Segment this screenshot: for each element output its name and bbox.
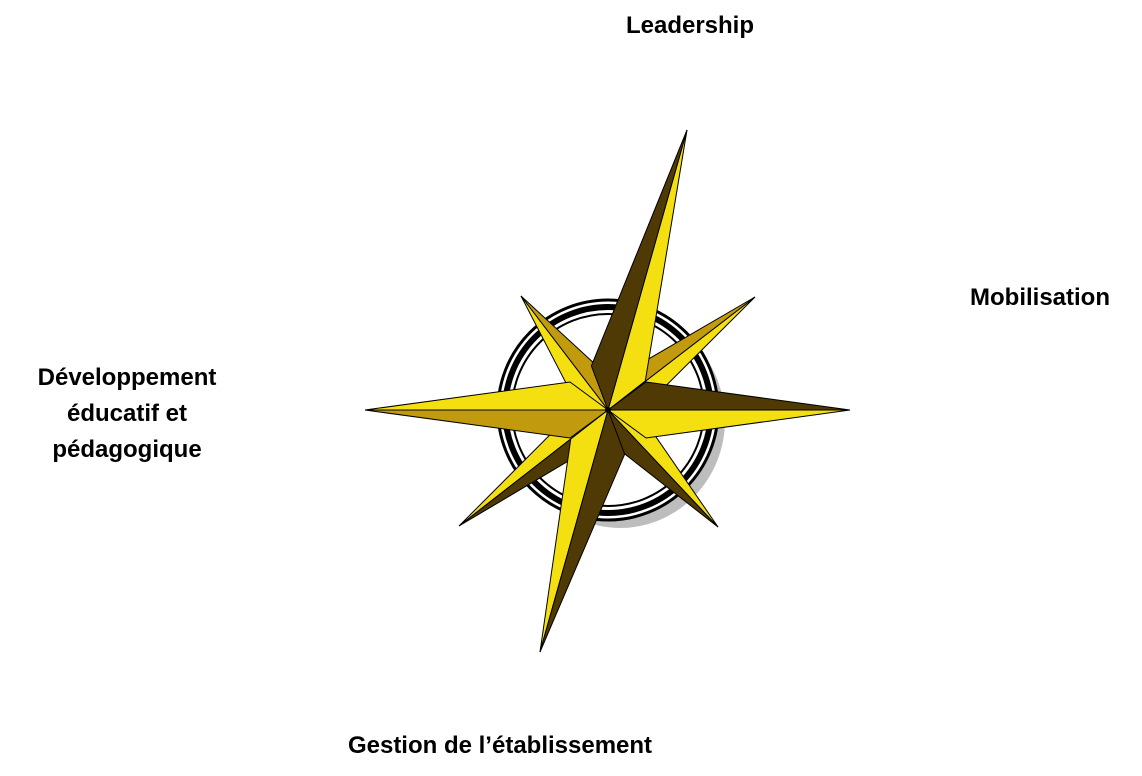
label-line: éducatif et (66, 400, 188, 427)
label-line: pédagogique (52, 436, 202, 463)
star-point-half (606, 409, 851, 439)
compass-star (364, 129, 851, 653)
direction-label-gestion: Gestion de l’établissement (347, 732, 653, 759)
direction-label-leadership: Leadership (625, 12, 755, 39)
direction-label-mobilisation: Mobilisation (970, 284, 1110, 311)
star-point-half (590, 129, 688, 412)
star-point-half (539, 408, 626, 653)
direction-label-developpement: Développement éducatif et pédagogique (2, 360, 252, 468)
label-line: Développement (37, 364, 217, 391)
compass-center-dot (605, 407, 611, 413)
star-point-half (364, 409, 610, 439)
star-point-half (606, 381, 851, 411)
star-point-half (364, 381, 610, 411)
